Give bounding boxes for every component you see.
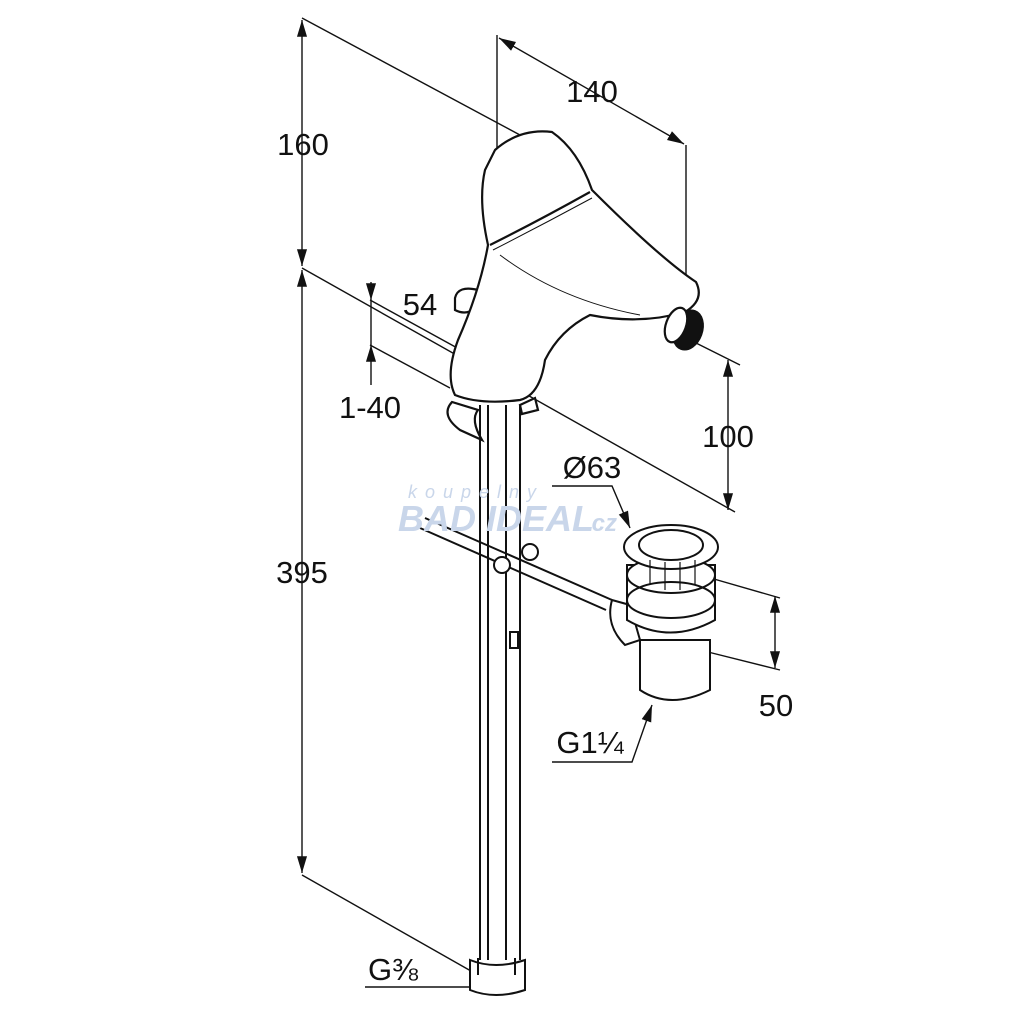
- extension-line: [301, 17, 521, 136]
- label-1-40: 1-40: [338, 390, 402, 425]
- label-50: 50: [758, 688, 794, 723]
- label-54: 54: [402, 287, 438, 322]
- watermark-line1: koupelny: [408, 482, 545, 502]
- extension-line: [699, 649, 781, 671]
- label-160: 160: [277, 127, 329, 162]
- label-g1-1-4: G1¼: [556, 725, 624, 760]
- leader-g114: [552, 704, 653, 763]
- label-d63: Ø63: [562, 450, 622, 485]
- extension-line: [369, 344, 451, 389]
- label-395: 395: [276, 555, 328, 590]
- supply-hoses: [419, 405, 613, 996]
- watermark-line3: .cz: [585, 510, 618, 537]
- extension-line: [689, 339, 741, 366]
- faucet-body: [446, 130, 704, 443]
- watermark-line2: BAD IDEAL: [398, 498, 594, 539]
- label-g3-8: G⅜: [368, 952, 418, 987]
- label-140: 140: [566, 74, 618, 109]
- extension-line: [301, 874, 479, 976]
- leader-d63: [552, 485, 631, 529]
- drain-waste: [609, 524, 719, 701]
- label-100: 100: [702, 419, 754, 454]
- extension-line: [369, 299, 471, 356]
- dim-140: [498, 37, 685, 145]
